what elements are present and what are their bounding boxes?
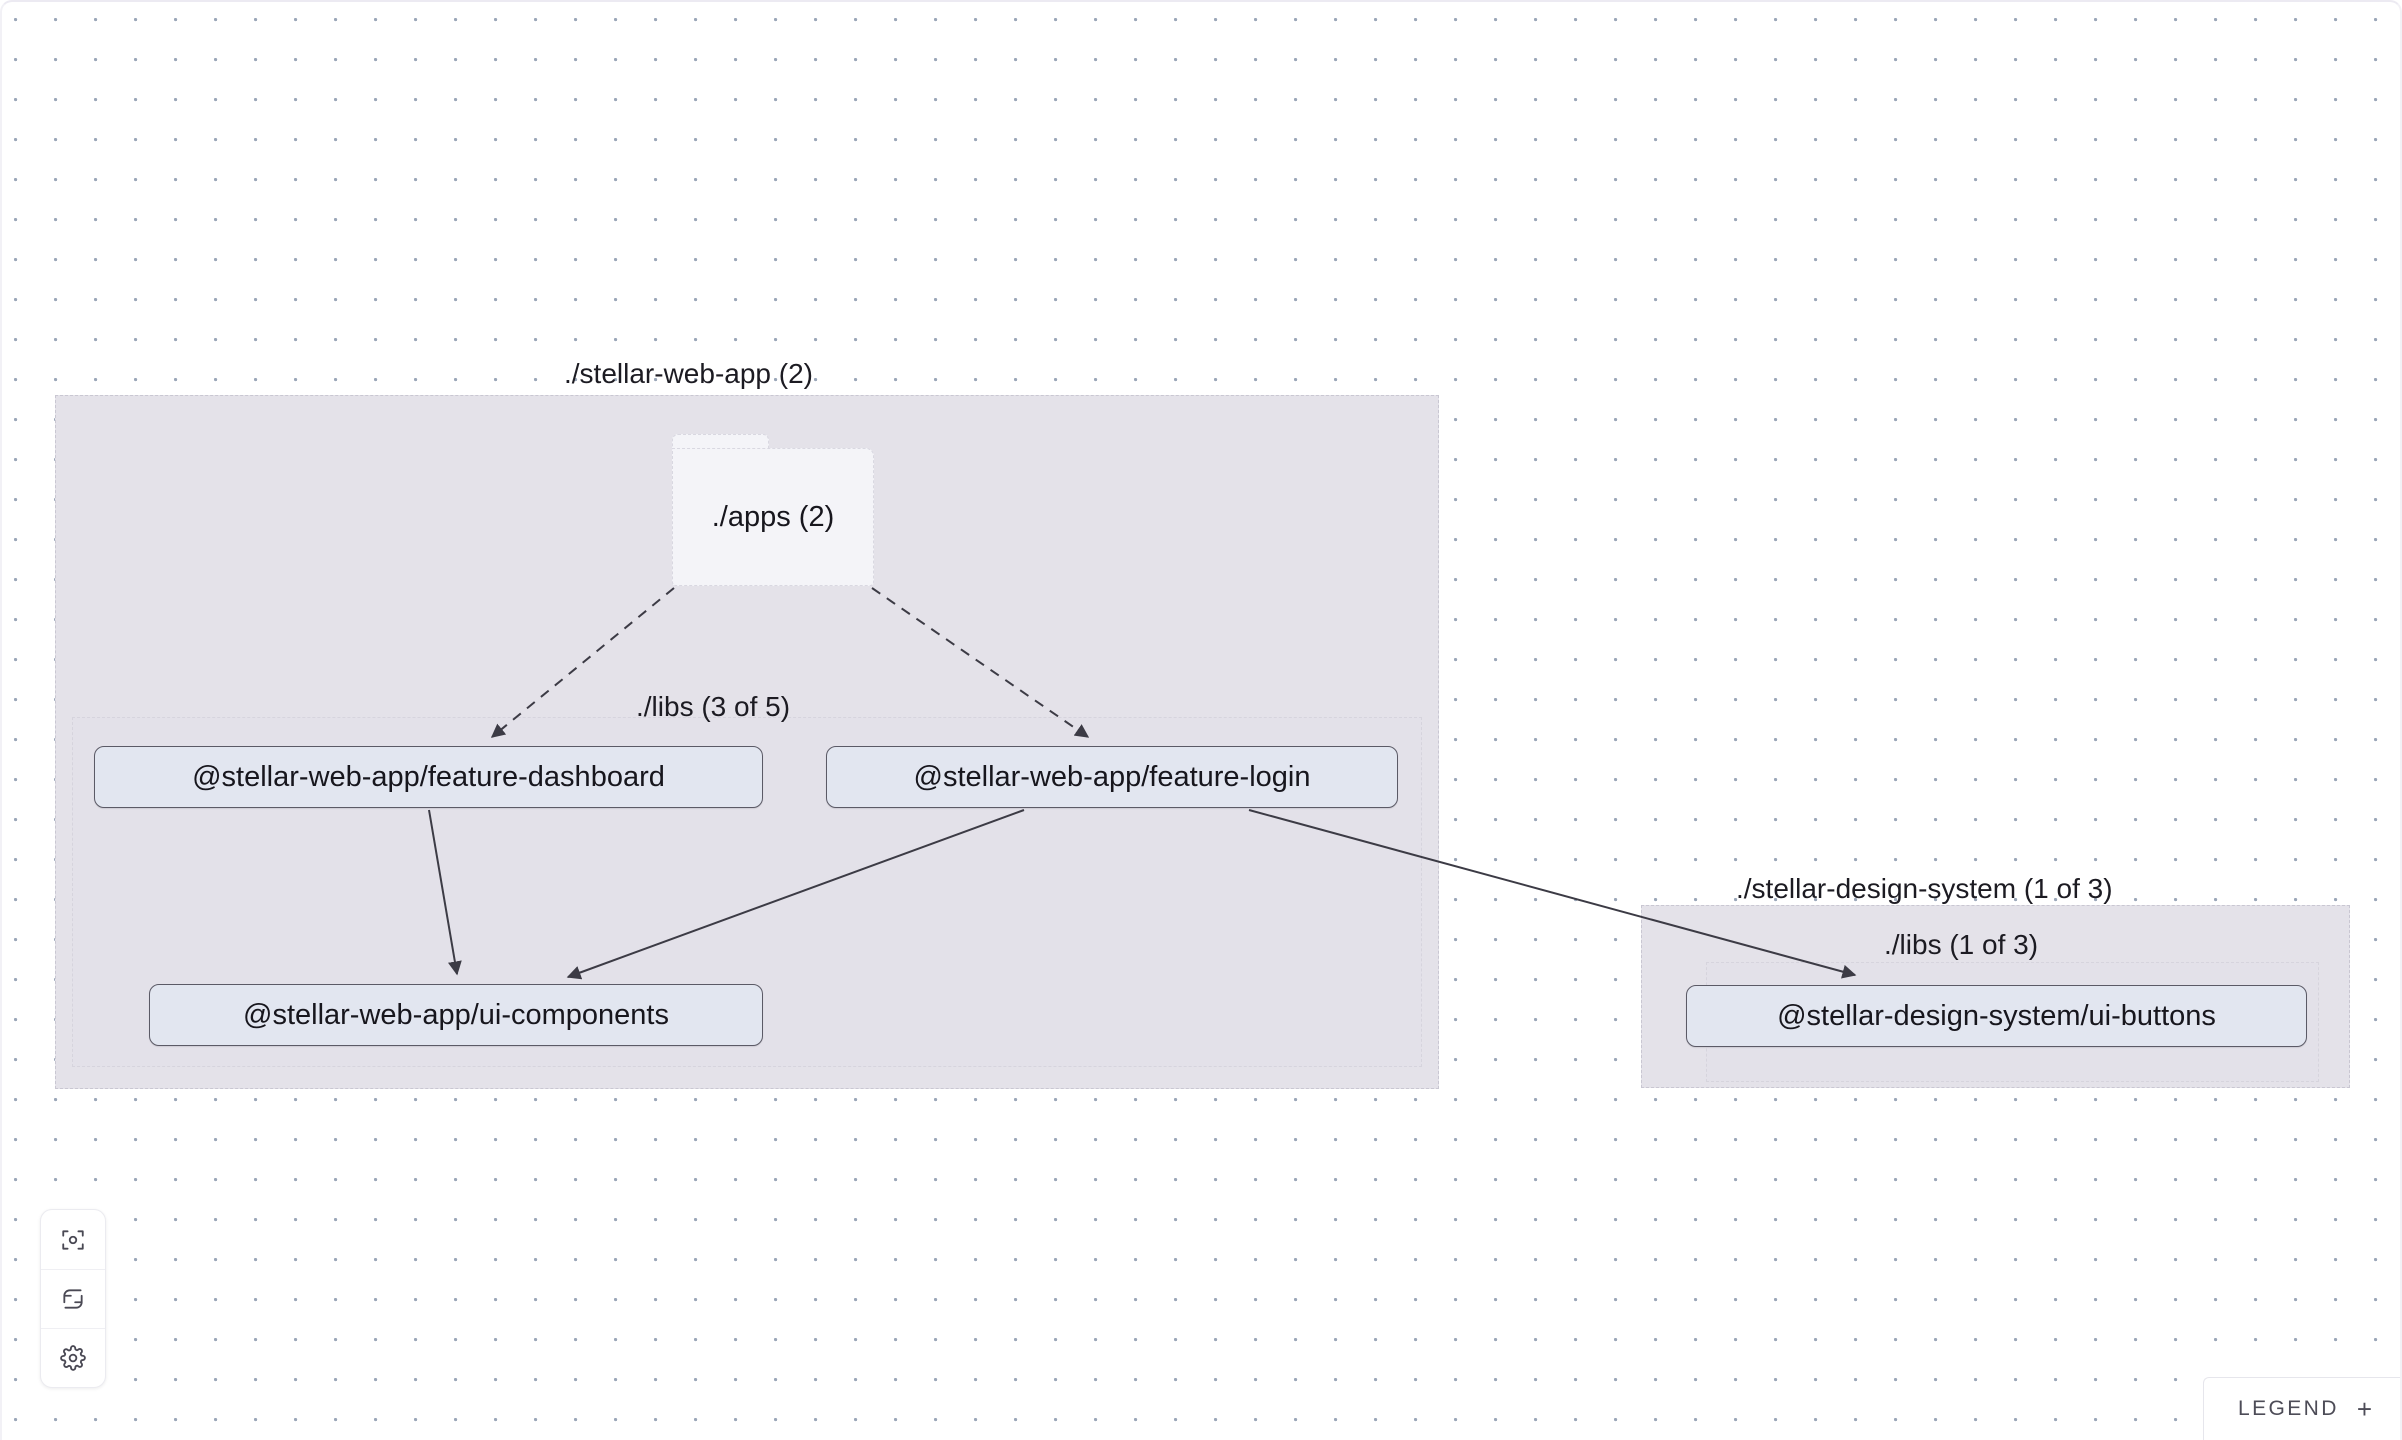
focus-target-icon — [60, 1227, 86, 1253]
tool-rail[interactable] — [40, 1209, 106, 1388]
dir-title-web-app-libs: ./libs (3 of 5) — [636, 691, 791, 722]
folder-tab-shape — [672, 434, 769, 450]
folder-node-apps-label: ./apps (2) — [672, 448, 874, 586]
refresh-icon — [60, 1286, 86, 1312]
legend-label: LEGEND — [2238, 1397, 2339, 1420]
lib-node-ui-components[interactable]: @stellar-web-app/ui-components — [149, 984, 763, 1046]
reset-layout-button[interactable] — [41, 1269, 105, 1328]
legend-panel[interactable]: LEGEND + — [2203, 1377, 2400, 1440]
gear-icon — [60, 1345, 86, 1371]
focus-graph-button[interactable] — [41, 1210, 105, 1269]
dir-title-design-system-libs: ./libs (1 of 3) — [1884, 929, 2039, 960]
lib-node-feature-dashboard[interactable]: @stellar-web-app/feature-dashboard — [94, 746, 763, 808]
lib-node-feature-login[interactable]: @stellar-web-app/feature-login — [826, 746, 1398, 808]
project-title-stellar-design-system: ./stellar-design-system (1 of 3) — [1736, 873, 2113, 904]
folder-node-apps[interactable]: ./apps (2) — [672, 434, 874, 586]
lib-node-ui-buttons[interactable]: @stellar-design-system/ui-buttons — [1686, 985, 2307, 1047]
project-title-stellar-web-app: ./stellar-web-app (2) — [564, 358, 813, 389]
legend-expand-icon[interactable]: + — [2356, 1394, 2372, 1424]
settings-button[interactable] — [41, 1328, 105, 1387]
